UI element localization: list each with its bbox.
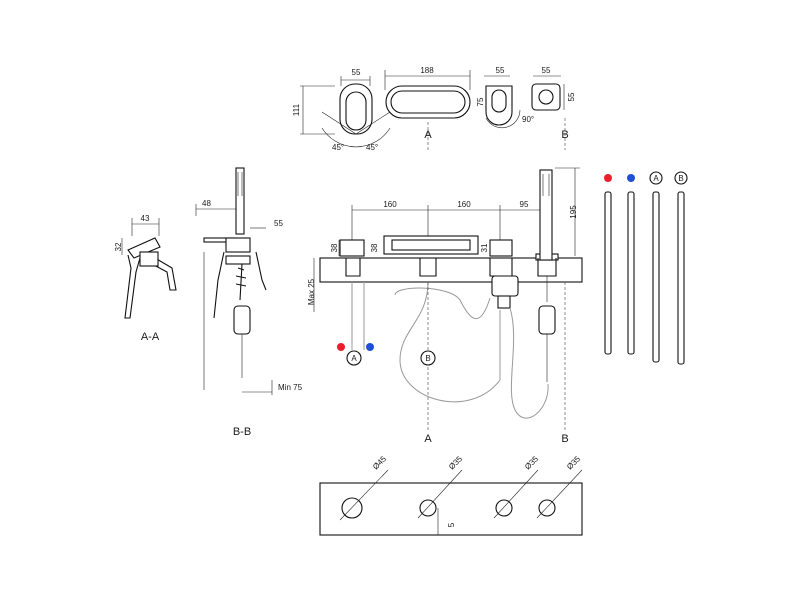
dim-square-width: 55 — [542, 66, 551, 75]
hose-label-a: A — [653, 174, 659, 183]
section-mark-b-bottom: B — [561, 433, 568, 445]
section-aa-label: A-A — [141, 331, 160, 343]
dim-angle-right: 45° — [366, 143, 378, 152]
top-view-long-body: 188 A — [384, 66, 471, 150]
circle-label-a: A — [351, 354, 357, 363]
flex-hoses: A B — [604, 171, 688, 365]
hole-diameter-1: Ø45 — [371, 454, 388, 471]
top-view-square-knob: 55 55 B — [531, 66, 576, 150]
section-bb-label: B-B — [233, 426, 251, 438]
dim-max: Max 25 — [307, 278, 316, 305]
dim-spout-width: 55 — [352, 68, 361, 77]
dim-angle-left: 45° — [332, 143, 344, 152]
section-b-b-view: 48 55 Min 75 B-B — [195, 167, 303, 438]
hot-indicator-hose — [604, 174, 612, 182]
cold-indicator-hose — [627, 174, 635, 182]
dim-spout-height: 111 — [292, 103, 301, 116]
hole-plate: Ø45 Ø35 Ø35 Ø35 5 — [319, 454, 583, 536]
circle-label-b: B — [425, 354, 430, 363]
hole-diameter-4: Ø35 — [565, 454, 582, 471]
dim-spacing-1: 160 — [383, 200, 397, 209]
top-view-spout: 55 111 45° 45° — [292, 68, 391, 152]
hole-diameter-2: Ø35 — [447, 454, 464, 471]
dim-small-width: 55 — [496, 66, 505, 75]
dim-bb-min: Min 75 — [278, 383, 303, 392]
dim-long-width: 188 — [420, 66, 434, 75]
dim-aa-width: 43 — [141, 214, 150, 223]
section-a-a-view: 43 32 A-A — [114, 214, 177, 343]
dim-bb-right: 55 — [274, 219, 283, 228]
dim-bb-left: 48 — [202, 199, 211, 208]
dim-spacing-3: 95 — [520, 200, 529, 209]
section-mark-a-top: A — [424, 129, 432, 141]
top-view-small-knob: 55 75 90° — [476, 66, 534, 129]
dim-square-height: 55 — [567, 92, 576, 101]
dim-height-1: 38 — [330, 243, 339, 252]
dim-small-height: 75 — [476, 97, 485, 106]
dim-small-angle: 90° — [522, 115, 534, 124]
dim-height-3: 31 — [480, 243, 489, 252]
dim-spacing-2: 160 — [457, 200, 471, 209]
hose-label-b: B — [678, 174, 683, 183]
dim-shower-height: 195 — [569, 205, 578, 219]
cold-indicator-main — [366, 343, 374, 351]
section-mark-a-bottom: A — [424, 433, 432, 445]
section-mark-b-top: B — [561, 129, 568, 141]
hot-indicator-main — [337, 343, 345, 351]
hole-plate-dim: 5 — [447, 522, 456, 527]
dim-aa-height: 32 — [114, 242, 123, 251]
dim-height-2: 38 — [370, 243, 379, 252]
main-front-view: 160 160 95 195 38 38 31 Max 25 — [307, 167, 583, 445]
hole-diameter-3: Ø35 — [523, 454, 540, 471]
